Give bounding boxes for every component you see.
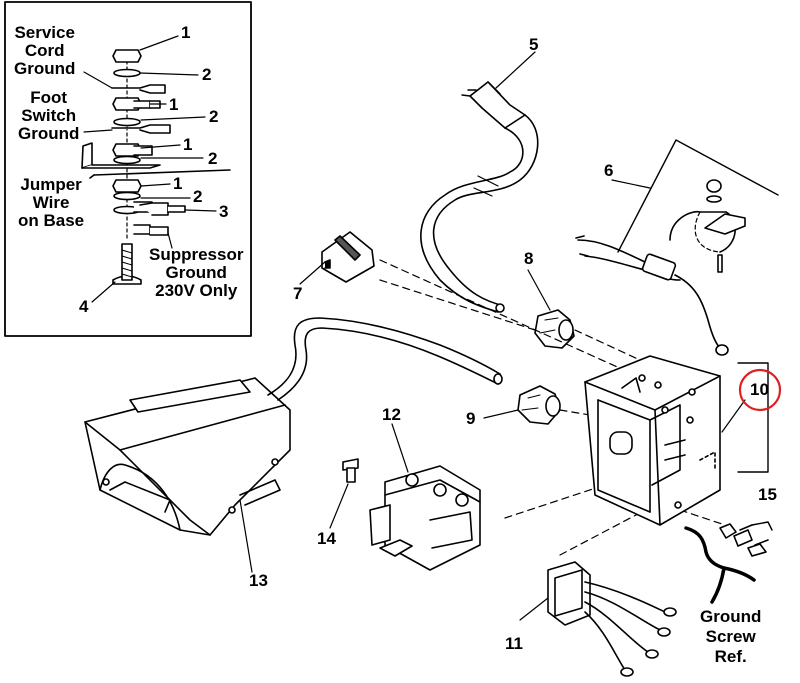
part7-switch <box>321 231 375 283</box>
part-number-12: 12 <box>382 405 401 424</box>
inset-num-1d: 1 <box>173 174 183 193</box>
part8-strain-relief <box>534 309 575 349</box>
part-number-13: 13 <box>249 571 268 590</box>
part15-bracket <box>737 362 769 473</box>
ground-screw-hardware <box>719 521 773 557</box>
part10-control-box <box>584 355 721 526</box>
part11-relay <box>547 561 677 677</box>
power-cord <box>420 81 539 313</box>
part-number-11: 11 <box>505 634 523 653</box>
inset-num-2b: 2 <box>209 107 219 126</box>
service-cord-ground-label: Service Cord Ground <box>14 23 76 78</box>
jumper-wire-bracket <box>81 142 231 179</box>
part-number-9: 9 <box>466 409 476 428</box>
jumper-wire-label: Jumper Wire on Base <box>18 175 85 230</box>
inset-num-4: 4 <box>79 297 89 316</box>
part-number-6: 6 <box>604 161 614 180</box>
part9-strain-relief <box>517 385 561 425</box>
part13-foot-switch <box>84 317 503 536</box>
part10-highlight-circle <box>738 368 782 412</box>
inset-num-1c: 1 <box>183 135 193 154</box>
part-number-7: 7 <box>293 284 303 303</box>
suppressor-ground-label: Suppressor Ground 230V Only <box>149 245 244 300</box>
part14-screw <box>342 458 359 483</box>
inset-num-3: 3 <box>219 202 229 221</box>
part12-switch-block <box>369 465 481 571</box>
inset-num-2c: 2 <box>208 149 218 168</box>
part-number-5: 5 <box>529 35 539 54</box>
part-number-14: 14 <box>317 529 336 548</box>
ground-curly-brace <box>684 526 756 604</box>
part-number-10: 10 <box>750 380 769 399</box>
inset-num-1a: 1 <box>181 23 191 42</box>
inset-frame <box>4 1 252 337</box>
inset-num-1b: 1 <box>169 95 179 114</box>
ground-screw-ref-label: Ground Screw Ref. <box>700 607 762 666</box>
inset-hardware-stack <box>112 49 142 285</box>
part6-suppressor <box>575 179 746 356</box>
part6-bracket <box>617 139 779 253</box>
part-number-8: 8 <box>524 249 534 268</box>
inset-num-2d: 2 <box>193 187 203 206</box>
part-number-15: 15 <box>758 485 777 504</box>
inset-num-2a: 2 <box>202 65 212 84</box>
foot-switch-ground-label: Foot Switch Ground <box>18 88 80 143</box>
